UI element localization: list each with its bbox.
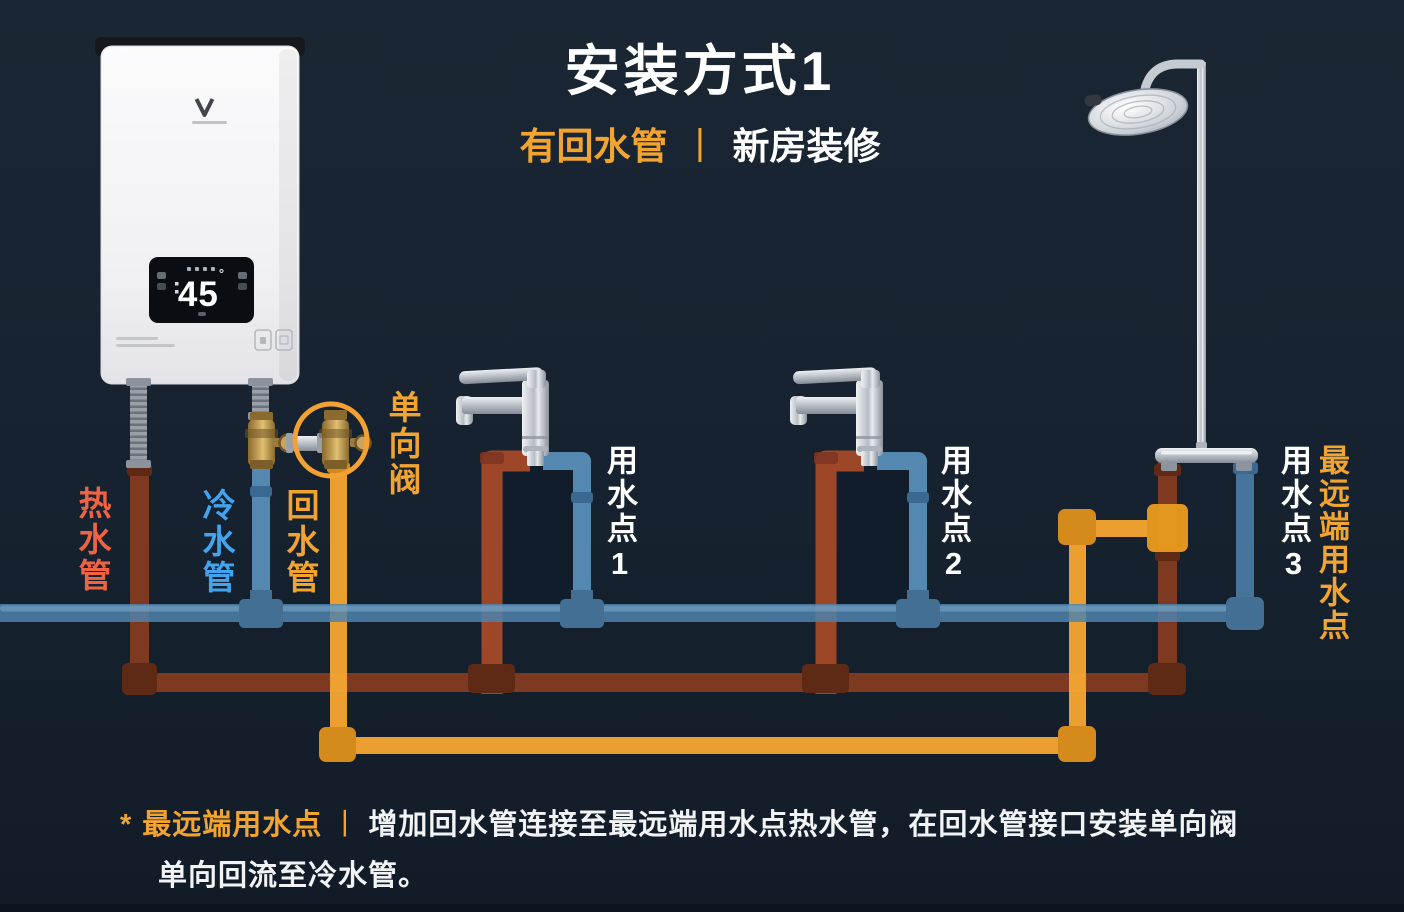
subtitle-text: 新房装修 bbox=[732, 126, 881, 167]
faucet-icon bbox=[456, 367, 549, 466]
water-point-1-label: 用水点1 bbox=[602, 444, 637, 584]
footnote-line-1: * 最远端用水点丨增加回水管连接至最远端用水点热水管，在回水管接口安装单向阀 bbox=[120, 800, 1340, 851]
shower-mixer-bar bbox=[1155, 448, 1258, 463]
heater-display bbox=[149, 257, 254, 323]
hot-pipe-label: 热水管 bbox=[74, 486, 111, 594]
subtitle-tag: 有回水管 bbox=[519, 126, 668, 167]
cold-water-pipe bbox=[0, 452, 1264, 630]
water-point-3-label: 用水点3 bbox=[1276, 444, 1311, 584]
check-valve-icon bbox=[322, 420, 349, 466]
degree-mark: ° bbox=[218, 266, 226, 281]
water-point-2-label: 用水点2 bbox=[936, 444, 971, 584]
shower-icon bbox=[1084, 59, 1258, 471]
check-valve-assembly bbox=[245, 401, 372, 479]
check-valve-label: 单向阀 bbox=[384, 390, 421, 498]
return-pipe-label: 回水管 bbox=[282, 488, 319, 596]
shower-head-icon bbox=[1084, 88, 1189, 136]
footnote-line-2: 单向回流至冷水管。 bbox=[158, 860, 429, 892]
check-valve-highlight bbox=[292, 401, 370, 479]
subtitle-divider: 丨 bbox=[681, 126, 719, 167]
certification-icons bbox=[254, 329, 293, 351]
faucet-icon bbox=[790, 367, 883, 466]
subtitle: 有回水管丨新房装修 bbox=[420, 128, 980, 165]
footnote-star: * bbox=[120, 809, 133, 841]
brand-logo-icon bbox=[192, 98, 227, 124]
farthest-point-label: 最远端用水点 bbox=[1314, 444, 1349, 642]
bottom-edge bbox=[0, 904, 1404, 912]
water-heater bbox=[95, 37, 305, 385]
faucet-recess-blocks bbox=[504, 466, 922, 608]
heater-temperature: 45° bbox=[177, 266, 226, 314]
cold-pipe-label: 冷水管 bbox=[198, 488, 235, 596]
footnote: * 最远端用水点丨增加回水管连接至最远端用水点热水管，在回水管接口安装单向阀 单向… bbox=[120, 800, 1340, 902]
footnote-term: 最远端用水点 bbox=[142, 809, 323, 841]
footnote-text-1: 增加回水管连接至最远端用水点热水管，在回水管接口安装单向阀 bbox=[368, 809, 1239, 841]
footnote-divider: 丨 bbox=[330, 809, 361, 841]
page-title: 安装方式1 bbox=[564, 40, 836, 102]
